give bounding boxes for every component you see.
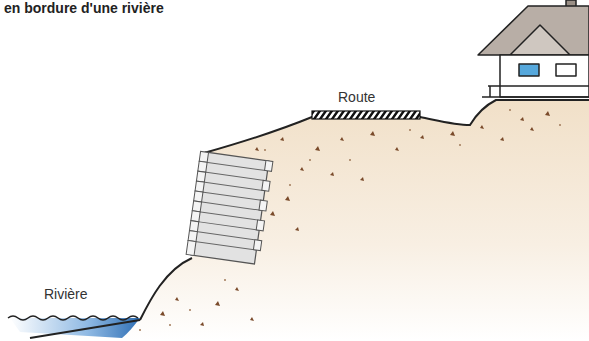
retaining-wall	[186, 151, 273, 264]
river-waves	[8, 316, 138, 320]
road	[312, 111, 420, 119]
diagram-title: en bordure d'une rivière	[4, 1, 164, 16]
soil-specks	[120, 111, 550, 336]
river-water	[10, 318, 140, 338]
river-bed	[30, 320, 140, 338]
part-label: Rivière	[44, 287, 88, 302]
house	[478, 0, 589, 97]
soil-dots	[139, 109, 561, 331]
soil-body	[20, 100, 589, 341]
ground-line	[140, 100, 589, 320]
part-label: Route	[338, 90, 375, 105]
